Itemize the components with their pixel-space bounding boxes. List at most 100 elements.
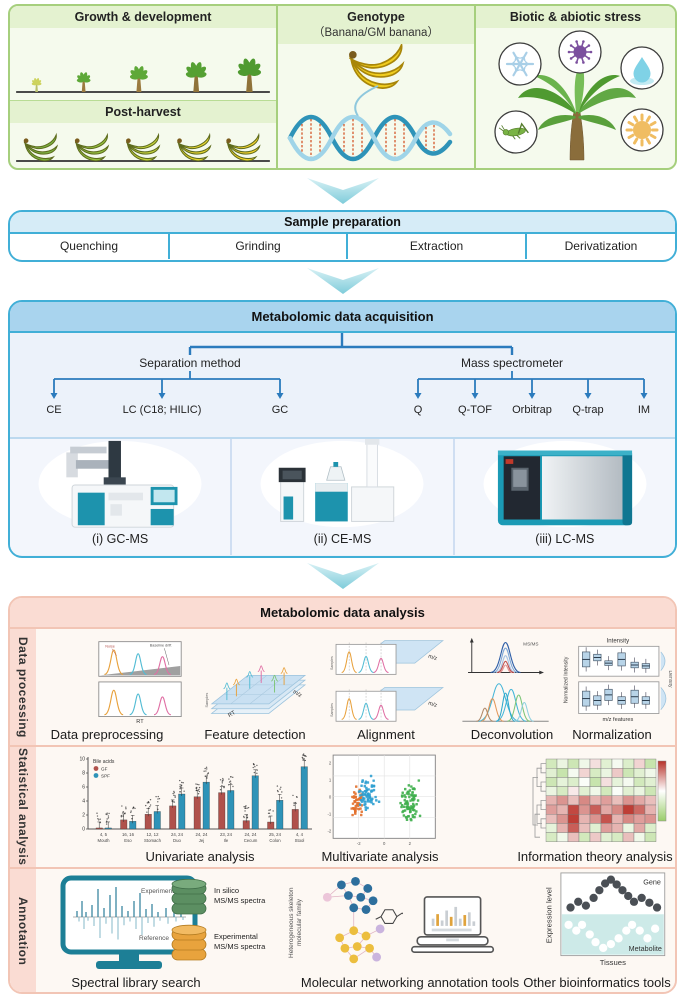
- genotype-title: Genotype: [347, 10, 405, 24]
- sidebar-label: Annotation: [16, 896, 30, 966]
- caption-spectral-library: Spectral library search: [71, 975, 201, 990]
- svg-text:RT: RT: [227, 710, 237, 719]
- svg-text:IM: IM: [638, 404, 650, 416]
- svg-text:LC (C18; HILIC): LC (C18; HILIC): [123, 404, 202, 416]
- svg-text:Q: Q: [414, 404, 423, 416]
- svg-text:SPF: SPF: [101, 774, 110, 779]
- svg-text:Mouth: Mouth: [98, 838, 111, 843]
- svg-text:Metabolite: Metabolite: [629, 944, 662, 953]
- svg-text:m/z: m/z: [292, 689, 303, 699]
- svg-text:Jej: Jej: [199, 838, 205, 843]
- data-acquisition-title: Metabolomic data acquisition: [10, 302, 675, 333]
- instrument-cems: (ii) CE-MS: [232, 439, 455, 555]
- svg-text:Cecum: Cecum: [244, 838, 258, 843]
- svg-text:Noise: Noise: [105, 644, 115, 648]
- sidebar-label: Statistical analysis: [16, 748, 30, 866]
- caption-data-preprocessing: Data preprocessing: [50, 727, 164, 742]
- svg-text:24, 24: 24, 24: [196, 832, 209, 837]
- svg-text:m/z features: m/z features: [602, 717, 633, 723]
- svg-text:Tissues: Tissues: [600, 958, 626, 967]
- svg-text:Density: Density: [667, 670, 672, 688]
- sidebar-annotation: Annotation: [10, 869, 36, 992]
- svg-text:Separation method: Separation method: [139, 356, 240, 370]
- step-derivatization: Derivatization: [564, 239, 638, 253]
- information-theory-heatmap: [532, 758, 667, 842]
- down-arrow-icon: [307, 563, 379, 589]
- caption-multivariate: Multivariate analysis: [321, 849, 439, 864]
- growth-development-title: Growth & development: [10, 6, 276, 28]
- svg-text:Samples: Samples: [330, 703, 334, 717]
- down-arrow-icon: [307, 178, 379, 204]
- growth-development-panel: Growth & development Post-harvest: [8, 4, 278, 170]
- caption-feature-detection: Feature detection: [204, 727, 306, 742]
- svg-text:6: 6: [82, 785, 85, 791]
- instrument-lcms: (iii) LC-MS: [455, 439, 675, 555]
- cems-label: (ii) CE-MS: [313, 532, 372, 546]
- molecular-network-icon: [322, 877, 403, 964]
- stress-title: Biotic & abiotic stress: [476, 6, 675, 28]
- sample-preparation-section: Sample preparation Quenching Grinding Ex…: [8, 210, 677, 262]
- banana-tree-stress-illustration: [494, 30, 664, 161]
- svg-text:0: 0: [82, 827, 85, 833]
- svg-text:2: 2: [82, 813, 85, 819]
- postharvest-title: Post-harvest: [10, 100, 276, 123]
- svg-text:2: 2: [409, 841, 412, 846]
- sample-preparation-steps: Quenching Grinding Extraction Derivatiza…: [10, 234, 675, 259]
- sidebar-data-processing: Data processing: [10, 629, 36, 745]
- svg-text:12, 12: 12, 12: [147, 832, 160, 837]
- svg-text:8: 8: [82, 771, 85, 777]
- svg-text:4, 5: 4, 5: [100, 832, 108, 837]
- svg-text:MS/MS: MS/MS: [523, 641, 538, 646]
- deconvolution-figure: MS/MS: [462, 637, 549, 722]
- svg-text:MS/MS spectra: MS/MS spectra: [214, 942, 266, 951]
- svg-text:Eso: Eso: [124, 838, 132, 843]
- svg-text:m/z: m/z: [427, 654, 438, 663]
- caption-alignment: Alignment: [357, 727, 415, 742]
- banana-ripening-illustration: [16, 132, 270, 162]
- svg-text:24, 24: 24, 24: [171, 832, 184, 837]
- network-side-label: Heterogeneous skeleton molecular family: [288, 887, 303, 959]
- cems-instrument-icon: [261, 439, 424, 528]
- caption-molecular-networking: Molecular networking annotation tools: [300, 975, 520, 990]
- feature-detection-figure: RT m/z Samples: [205, 665, 307, 719]
- caption-univariate: Univariate analysis: [145, 849, 255, 864]
- caption-deconvolution: Deconvolution: [470, 727, 554, 742]
- svg-text:Gene: Gene: [643, 877, 661, 886]
- laptop-icon: [410, 896, 495, 953]
- svg-text:Normalized Intensity: Normalized Intensity: [563, 656, 569, 703]
- svg-text:-2: -2: [357, 841, 361, 846]
- svg-text:Orbitrap: Orbitrap: [512, 404, 552, 416]
- lcms-label: (iii) LC-MS: [535, 532, 595, 546]
- step-grinding: Grinding: [170, 234, 348, 259]
- svg-text:4, 4: 4, 4: [296, 832, 304, 837]
- svg-text:Baseline drift: Baseline drift: [150, 643, 173, 647]
- data-analysis-title: Metabolomic data analysis: [10, 598, 675, 629]
- svg-text:25, 24: 25, 24: [269, 832, 282, 837]
- step-quenching: Quenching: [10, 234, 170, 259]
- svg-text:Samples: Samples: [205, 693, 209, 708]
- svg-text:Reference: Reference: [139, 935, 169, 942]
- svg-text:MS/MS spectra: MS/MS spectra: [214, 896, 266, 905]
- svg-text:Expression level: Expression level: [544, 887, 553, 943]
- genotype-panel: Genotype （Banana/GM banana）: [276, 4, 476, 170]
- svg-text:GC: GC: [272, 404, 289, 416]
- svg-text:23, 24: 23, 24: [220, 832, 233, 837]
- svg-text:Stool: Stool: [295, 838, 305, 843]
- svg-text:Ile: Ile: [224, 838, 229, 843]
- banana-dna-illustration: [287, 44, 453, 161]
- caption-information-theory: Information theory analysis: [517, 849, 673, 864]
- svg-text:Samples: Samples: [330, 656, 334, 670]
- svg-text:10: 10: [79, 757, 85, 763]
- svg-text:Q-trap: Q-trap: [572, 404, 603, 416]
